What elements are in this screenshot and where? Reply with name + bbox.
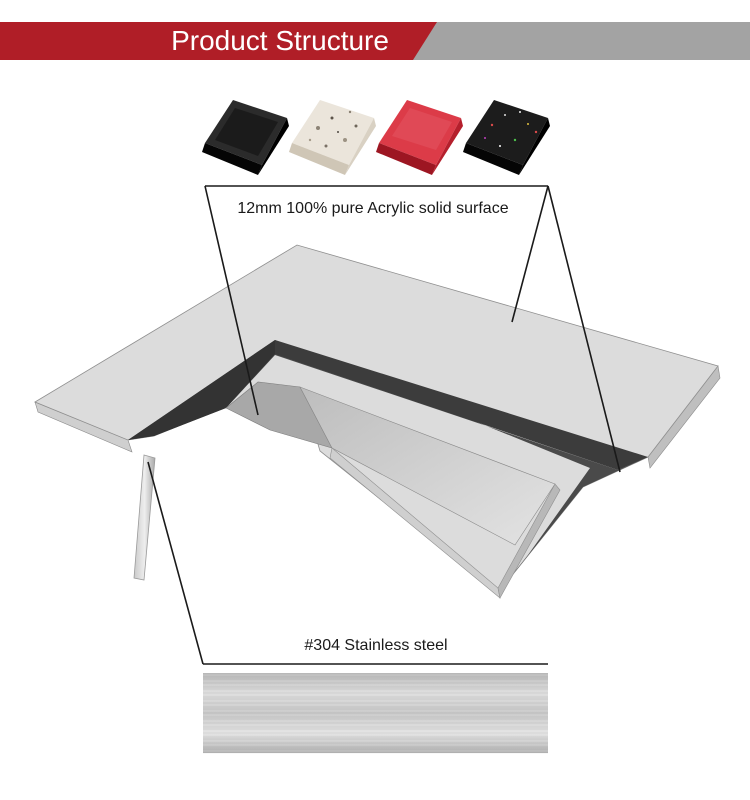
countertop-front-edge-inner-right xyxy=(497,483,561,599)
acrylic-surface-label: 12mm 100% pure Acrylic solid surface xyxy=(237,200,508,217)
header-gray-band xyxy=(372,22,750,60)
brushed-texture xyxy=(203,674,548,754)
stainless-leg xyxy=(133,454,156,581)
swatch-black-sparkle xyxy=(463,100,550,175)
swatch-black xyxy=(202,100,289,175)
header-red-band xyxy=(0,22,437,60)
stainless-steel-sample xyxy=(203,673,548,754)
material-swatches xyxy=(202,100,550,175)
countertop-illustration xyxy=(34,244,721,599)
page-title: Product Structure xyxy=(171,25,389,56)
countertop-inner-edge-back xyxy=(275,340,648,470)
stainless-steel-label: #304 Stainless steel xyxy=(304,637,447,654)
callout-acrylic-surface: 12mm 100% pure Acrylic solid surface xyxy=(204,185,621,473)
header-banner: Product Structure xyxy=(0,22,750,60)
countertop-inner-edge-left xyxy=(128,340,275,440)
inner-panel-right xyxy=(299,386,556,546)
callout-stainless-steel: #304 Stainless steel xyxy=(147,461,548,665)
swatch-red xyxy=(376,100,463,175)
swatch-white-granite xyxy=(289,100,376,175)
